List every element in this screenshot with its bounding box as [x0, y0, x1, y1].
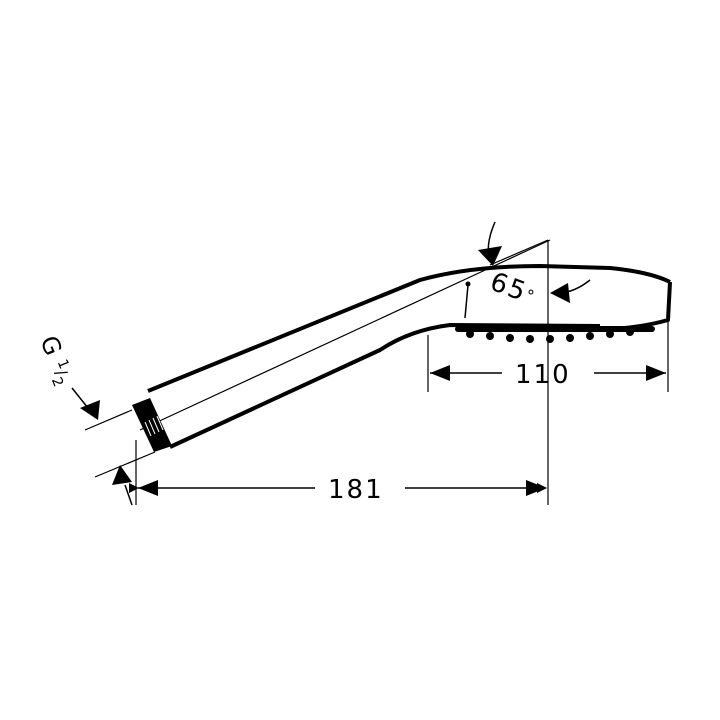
spray-face-nozzles	[455, 326, 655, 343]
button-mark	[464, 284, 469, 319]
svg-text:65°: 65°	[486, 267, 541, 311]
centerline	[139, 239, 551, 431]
dimension-181: 181	[129, 475, 547, 505]
svg-text:181: 181	[328, 475, 384, 505]
thread-arrows	[71, 387, 133, 506]
dimension-110: 110	[430, 360, 666, 390]
extension-lines	[84, 239, 669, 505]
shower-handle	[147, 264, 672, 449]
thread-label: G1/2	[33, 332, 79, 389]
svg-text:110: 110	[515, 360, 571, 390]
svg-text:G1/2: G1/2	[33, 332, 79, 389]
thread-connector	[132, 398, 172, 452]
